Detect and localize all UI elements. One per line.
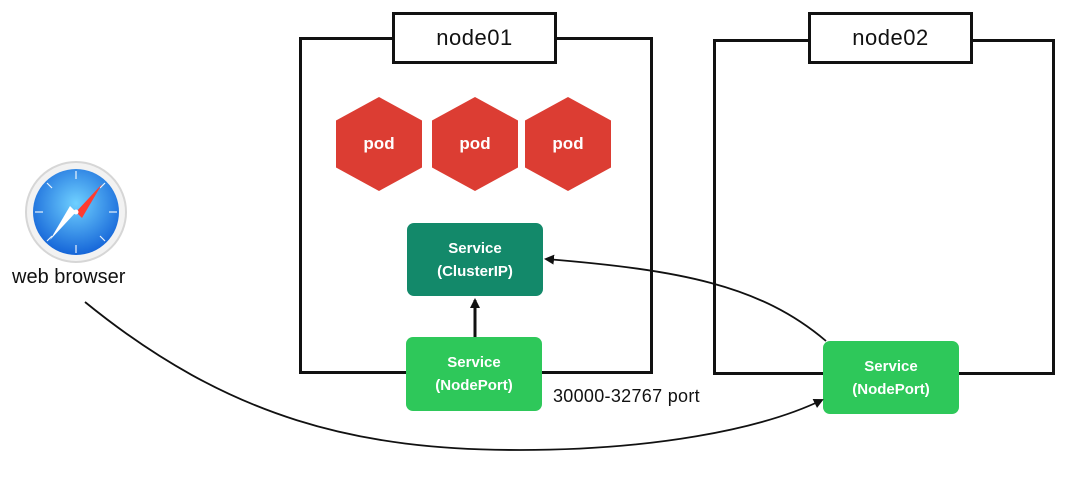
service-clusterip-type: (ClusterIP) [437,262,513,280]
node01-label: node01 [392,12,557,64]
arrow-nodeport02-to-clusterip [544,254,827,342]
service-clusterip-title: Service [448,239,502,257]
service-nodeport-node02-title: Service [864,357,918,375]
service-nodeport-node01-type: (NodePort) [435,377,513,394]
pod-2: pod [432,97,518,191]
service-clusterip: Service (ClusterIP) [407,223,543,296]
service-nodeport-node01-title: Service [447,354,501,371]
node02-label: node02 [808,12,973,64]
service-nodeport-node01: Service (NodePort) [406,337,542,411]
pod-1: pod [336,97,422,191]
web-browser-label: web browser [12,266,126,288]
compass-icon [25,161,127,263]
service-nodeport-node02-type: (NodePort) [852,380,930,398]
arrow-browser-to-nodeport02 [84,301,824,451]
service-nodeport-node02: Service (NodePort) [823,341,959,414]
port-range-label: 30000-32767 port [553,386,700,406]
